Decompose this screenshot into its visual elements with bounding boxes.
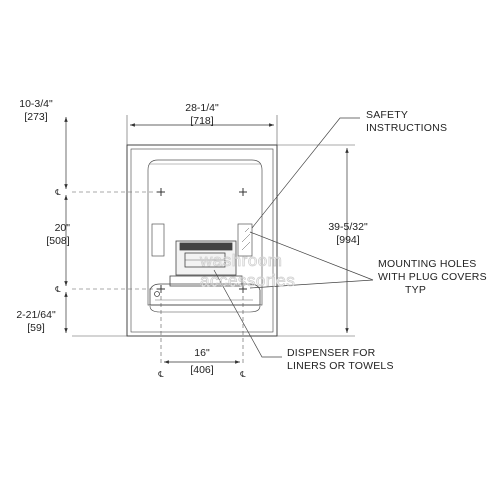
height-overall-metric: [994] — [336, 234, 359, 246]
bottom-offset-imperial: 2-21/64" — [16, 309, 56, 321]
safety-panel — [237, 223, 253, 257]
dispenser-callout-line1: DISPENSER FOR — [287, 347, 376, 359]
mounting-callout-line3: TYP — [405, 284, 426, 296]
unit-body — [147, 159, 263, 306]
watermark-line2: accessories — [200, 271, 295, 290]
height-overall-imperial: 39-5/32" — [328, 221, 368, 233]
top-offset-metric: [273] — [24, 111, 47, 123]
watermark-line1: washroom — [199, 251, 282, 270]
width-overall-metric: [718] — [190, 115, 213, 127]
mounting-callout-line1: MOUNTING HOLES — [378, 258, 476, 270]
safety-callout-line1: SAFETY — [366, 109, 408, 121]
leader-lines — [213, 117, 374, 358]
extension-lines-solid — [72, 115, 355, 337]
left-panel — [151, 223, 165, 257]
centerline-symbol-lower: ℄ — [54, 285, 61, 294]
recessed-frame — [126, 144, 278, 337]
dimension-lines — [64, 117, 349, 364]
mounting-hole-top-left — [157, 188, 165, 196]
centerline-symbol-bottom-right: ℄ — [239, 370, 246, 379]
hole-horizontal-metric: [406] — [190, 364, 213, 376]
centerline-symbol-upper: ℄ — [54, 188, 61, 197]
mounting-hole-top-right — [239, 188, 247, 196]
hole-vertical-metric: [508] — [46, 235, 69, 247]
width-overall-imperial: 28-1/4" — [185, 102, 219, 114]
mounting-callout-line2: WITH PLUG COVERS — [378, 271, 487, 283]
bottom-offset-metric: [59] — [27, 322, 45, 334]
extension-lines — [72, 191, 244, 365]
top-offset-imperial: 10-3/4" — [19, 98, 53, 110]
centerline-symbol-bottom-left: ℄ — [157, 370, 164, 379]
hole-vertical-imperial: 20" — [55, 222, 71, 234]
safety-callout-line2: INSTRUCTIONS — [366, 122, 447, 134]
hole-horizontal-imperial: 16" — [194, 347, 210, 359]
dispenser-callout-line2: LINERS OR TOWELS — [287, 360, 394, 372]
dispenser — [149, 240, 261, 313]
